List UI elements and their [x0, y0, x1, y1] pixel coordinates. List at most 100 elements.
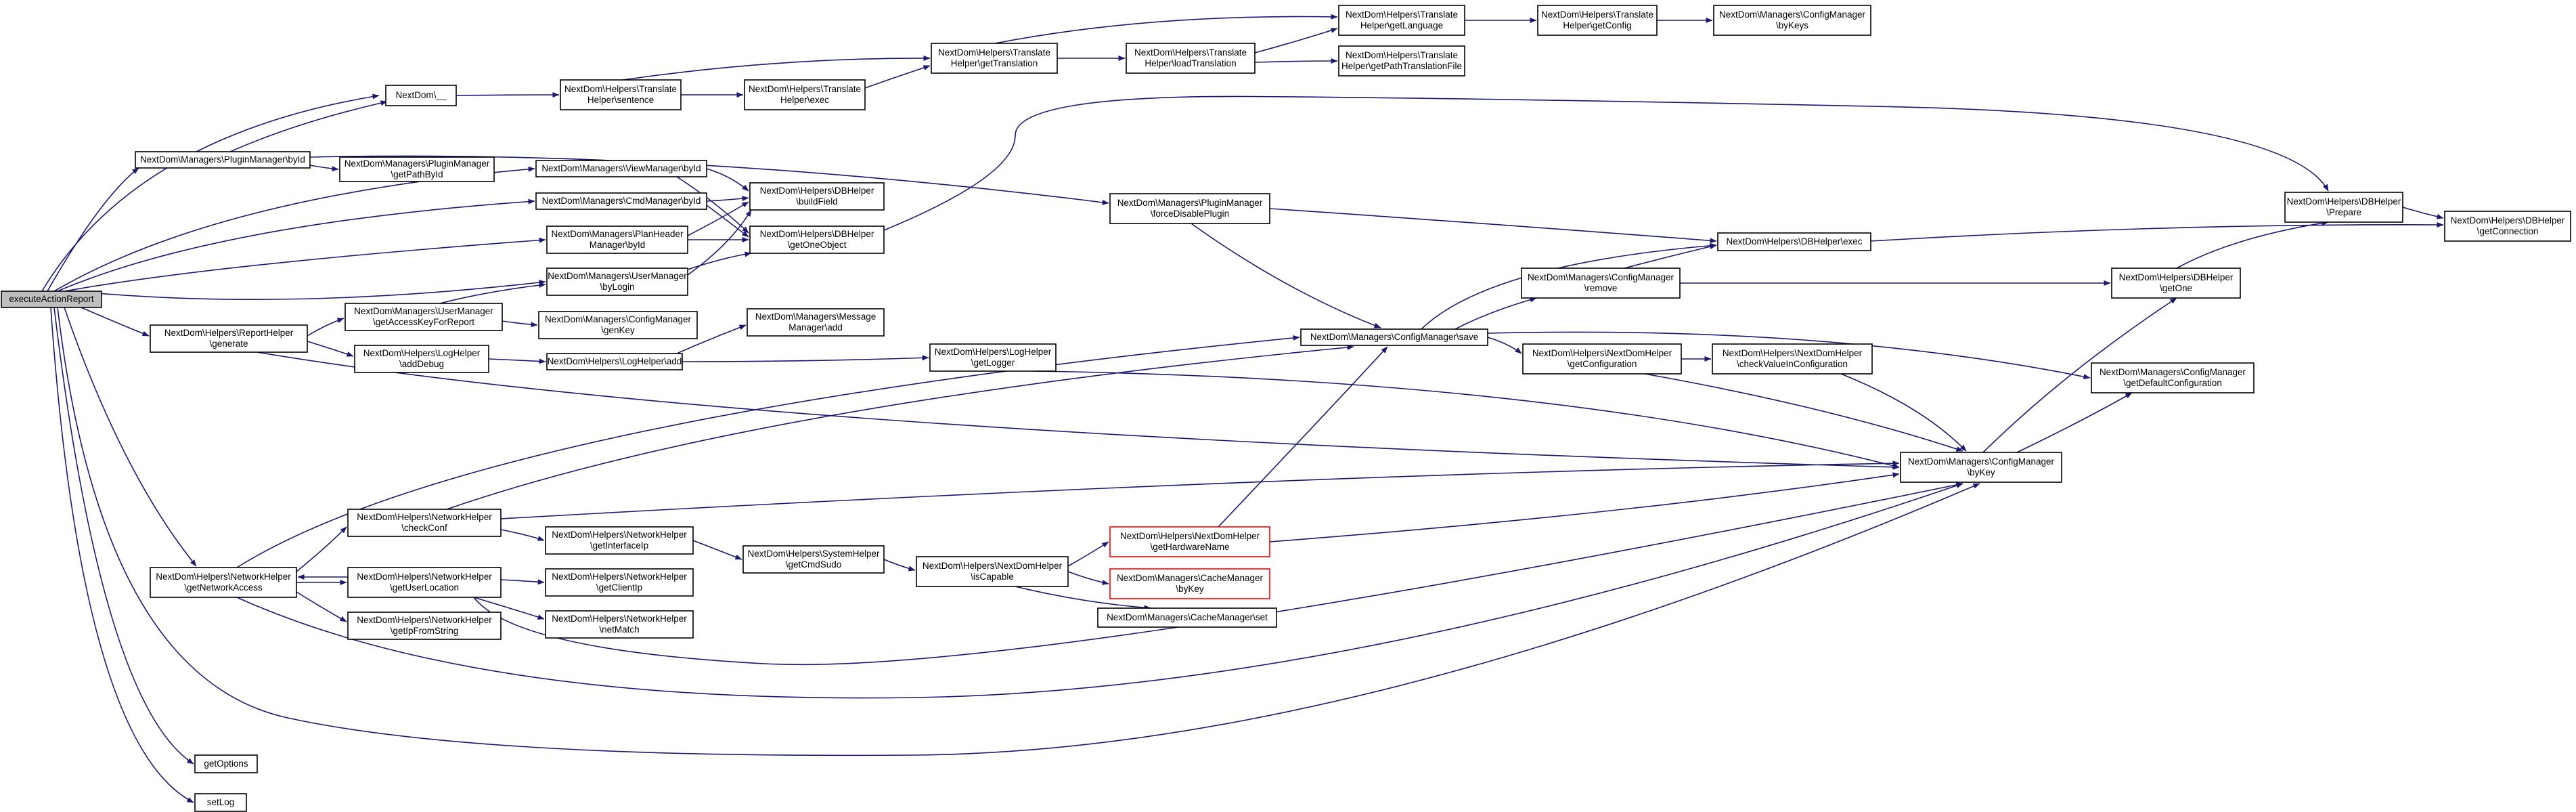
- node-pm_byId[interactable]: NextDom\Managers\PluginManager\byId: [135, 151, 311, 169]
- node-label: NextDom\Helpers\Translate: [749, 84, 861, 94]
- node-box: [545, 610, 694, 639]
- node-box: [747, 308, 885, 337]
- node-db_prepare[interactable]: NextDom\Helpers\DBHelper\Prepare: [2284, 192, 2403, 223]
- node-box: [560, 79, 682, 110]
- node-label: getOptions: [204, 758, 248, 769]
- node-lh_addDebug[interactable]: NextDom\Helpers\LogHelper\addDebug: [354, 345, 489, 373]
- node-cfg_remove[interactable]: NextDom\Managers\ConfigManager\remove: [1521, 268, 1681, 299]
- edge-ph_byId-to-db_buildField: [687, 201, 749, 236]
- node-label: NextDom\Helpers\DBHelper: [2451, 215, 2565, 226]
- edge-sh_getCmdSudo-to-ndh_isCapable: [883, 559, 916, 572]
- node-box: [150, 567, 297, 598]
- edge-pm_byId-to-nd_: [229, 100, 388, 152]
- node-setLog[interactable]: setLog: [194, 793, 247, 812]
- node-label: NextDom\Managers\ConfigManager: [1719, 9, 1866, 20]
- node-box: [1, 291, 102, 308]
- node-getOptions[interactable]: getOptions: [194, 754, 258, 773]
- node-label: NextDom\Helpers\NextDomHelper: [923, 561, 1063, 571]
- node-th_getLanguage[interactable]: NextDom\Helpers\TranslateHelper\getLangu…: [1338, 5, 1465, 36]
- node-cfg_byKey[interactable]: NextDom\Managers\ConfigManager\byKey: [1900, 452, 2062, 483]
- edge-lh_getLogger-to-cfg_byKey: [1035, 370, 1900, 469]
- node-nh_getInterfaceIp[interactable]: NextDom\Helpers\NetworkHelper\getInterfa…: [545, 526, 694, 555]
- edge-nh_getNetworkAccess-to-cfg_save: [236, 335, 1300, 568]
- node-nh_checkConf[interactable]: NextDom\Helpers\NetworkHelper\checkConf: [347, 509, 502, 537]
- edge-ndh_getHardwareName-to-cfg_byKey: [1269, 472, 1900, 542]
- node-box: [339, 156, 495, 182]
- node-um_getAccessKey[interactable]: NextDom\Managers\UserManager\getAccessKe…: [345, 303, 503, 331]
- node-nh_getClientIp[interactable]: NextDom\Helpers\NetworkHelper\getClientI…: [545, 568, 694, 597]
- node-pm_getPathById[interactable]: NextDom\Managers\PluginManager\getPathBy…: [339, 156, 495, 182]
- node-box: [2111, 268, 2241, 299]
- node-cfg_save[interactable]: NextDom\Managers\ConfigManager\save: [1300, 328, 1488, 346]
- node-um_byLogin[interactable]: NextDom\Managers\UserManager\byLogin: [546, 268, 688, 296]
- node-nh_getUserLocation[interactable]: NextDom\Helpers\NetworkHelper\getUserLoc…: [347, 567, 502, 598]
- node-box: [354, 345, 489, 373]
- node-label: NextDom\Managers\UserManager: [354, 306, 493, 316]
- edge-start-to-nh_getNetworkAccess: [64, 307, 197, 567]
- node-th_getConfig[interactable]: NextDom\Helpers\TranslateHelper\getConfi…: [1537, 5, 1658, 36]
- node-label: Helper\sentence: [587, 95, 654, 105]
- node-th_getTranslation[interactable]: NextDom\Helpers\TranslateHelper\getTrans…: [931, 43, 1058, 74]
- edge-cfg_remove-to-db_exec: [1624, 244, 1717, 269]
- node-rh_generate[interactable]: NextDom\Helpers\ReportHelper\generate: [150, 324, 308, 353]
- node-ndh_isCapable[interactable]: NextDom\Helpers\NextDomHelper\isCapable: [916, 556, 1069, 587]
- node-nh_getNetworkAccess[interactable]: NextDom\Helpers\NetworkHelper\getNetwork…: [150, 567, 297, 598]
- node-cfg_byKeys[interactable]: NextDom\Managers\ConfigManager\byKeys: [1713, 5, 1871, 36]
- node-box: [1109, 568, 1270, 599]
- node-label: \getCmdSudo: [786, 559, 842, 570]
- node-ndh_checkValue[interactable]: NextDom\Helpers\NextDomHelper\checkValue…: [1712, 343, 1873, 375]
- node-box: [1338, 5, 1465, 36]
- node-db_buildField[interactable]: NextDom\Helpers\DBHelper\buildField: [749, 182, 885, 211]
- edge-um_byLogin-to-db_getOneObject: [687, 251, 752, 270]
- node-cfg_genKey[interactable]: NextDom\Managers\ConfigManager\genKey: [538, 311, 698, 339]
- node-th_getPathTranslationFile[interactable]: NextDom\Helpers\TranslateHelper\getPathT…: [1338, 45, 1465, 77]
- node-box: [931, 43, 1058, 74]
- node-box: [749, 182, 885, 211]
- node-pm_forceDisable[interactable]: NextDom\Managers\PluginManager\forceDisa…: [1109, 193, 1270, 224]
- node-ndh_getConfiguration[interactable]: NextDom\Helpers\NextDomHelper\getConfigu…: [1522, 343, 1682, 375]
- node-label: \getClientIp: [596, 582, 642, 593]
- node-box: [1300, 328, 1488, 346]
- node-th_loadTranslation[interactable]: NextDom\Helpers\TranslateHelper\loadTran…: [1126, 43, 1256, 74]
- node-label: Helper\getPathTranslationFile: [1341, 61, 1462, 71]
- edge-nh_checkConf-to-cfg_byKey: [500, 461, 1900, 519]
- node-nh_netMatch[interactable]: NextDom\Helpers\NetworkHelper\netMatch: [545, 610, 694, 639]
- node-nd_[interactable]: NextDom\__: [385, 85, 457, 106]
- node-db_getConnection[interactable]: NextDom\Helpers\DBHelper\getConnection: [2444, 211, 2571, 242]
- node-lh_getLogger[interactable]: NextDom\Helpers\LogHelper\getLogger: [929, 343, 1057, 372]
- edge-nh_getInterfaceIp-to-sh_getCmdSudo: [692, 540, 742, 560]
- node-cache_byKey[interactable]: NextDom\Managers\CacheManager\byKey: [1109, 568, 1270, 599]
- node-db_exec[interactable]: NextDom\Helpers\DBHelper\exec: [1717, 232, 1871, 251]
- node-lh_add[interactable]: NextDom\Helpers\LogHelper\add: [546, 353, 683, 370]
- node-cm_byId[interactable]: NextDom\Managers\CmdManager\byId: [535, 192, 707, 210]
- node-cfg_getDefault[interactable]: NextDom\Managers\ConfigManager\getDefaul…: [2091, 362, 2255, 393]
- node-db_getOneObject[interactable]: NextDom\Helpers\DBHelper\getOneObject: [749, 226, 885, 254]
- node-box: [545, 568, 694, 597]
- node-nh_getIpFromString[interactable]: NextDom\Helpers\NetworkHelper\getIpFromS…: [347, 612, 502, 640]
- node-label: NextDom\Managers\ConfigManager: [1528, 272, 1674, 282]
- node-label: Helper\exec: [780, 95, 829, 105]
- edge-nh_getNetworkAccess-to-cfg_byKey: [236, 483, 1963, 699]
- node-sh_getCmdSudo[interactable]: NextDom\Helpers\SystemHelper\getCmdSudo: [742, 545, 885, 574]
- node-box: [1097, 607, 1277, 628]
- node-box: [150, 324, 308, 353]
- node-start[interactable]: executeActionReport: [1, 291, 102, 308]
- node-label: \getHardwareName: [1150, 542, 1229, 552]
- node-db_getOne[interactable]: NextDom\Helpers\DBHelper\getOne: [2111, 268, 2241, 299]
- node-label: NextDom\Helpers\NextDomHelper: [1532, 348, 1672, 358]
- node-label: NextDom\Helpers\NetworkHelper: [357, 512, 492, 522]
- node-label: \checkConf: [401, 523, 447, 533]
- node-label: NextDom\Managers\ViewManager\byId: [541, 163, 701, 173]
- edges: [41, 14, 2444, 803]
- node-label: \Prepare: [2326, 207, 2361, 217]
- node-vm_byId[interactable]: NextDom\Managers\ViewManager\byId: [535, 160, 707, 177]
- edge-nh_getNetworkAccess-to-nh_getIpFromString: [296, 591, 347, 622]
- node-ndh_getHardwareName[interactable]: NextDom\Helpers\NextDomHelper\getHardwar…: [1109, 526, 1270, 557]
- node-box: [135, 151, 311, 169]
- node-cache_set[interactable]: NextDom\Managers\CacheManager\set: [1097, 607, 1277, 628]
